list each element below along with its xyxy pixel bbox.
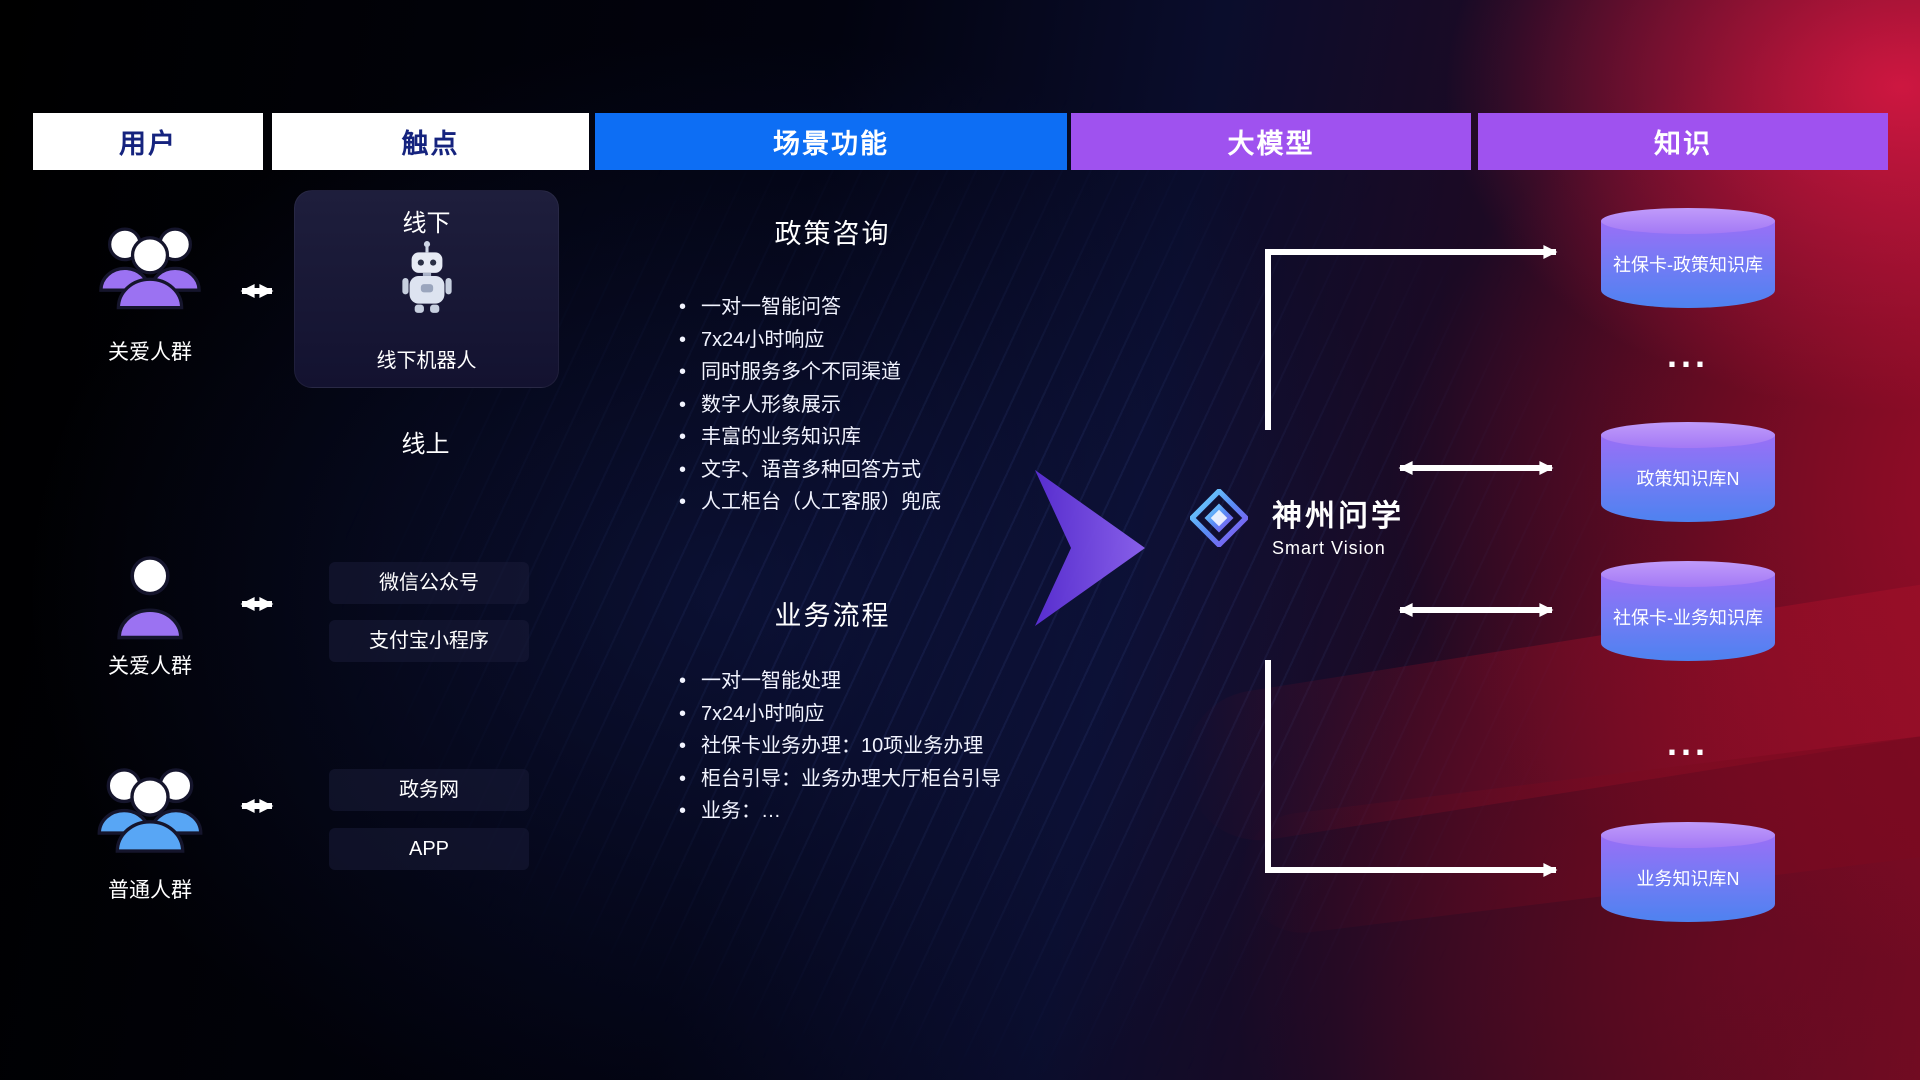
column-header-users: 用户 [33,113,263,170]
db-cylinder-body [1601,435,1775,522]
knowledge-db-policy-ssc: 社保卡-政策知识库 [1601,208,1775,308]
general-group-icon [97,768,203,853]
column-header-knowledge: 知识 [1478,113,1888,170]
model-to-db1-arrow [1265,245,1558,430]
feature-item: 丰富的业务知识库 [677,421,1107,454]
feature-item: 同时服务多个不同渠道 [677,356,1107,389]
feature-item: 人工柜台（人工客服）兜底 [677,486,1107,519]
column-header-model: 大模型 [1071,113,1471,170]
user-group-label: 关爱人群 [108,655,192,678]
feature-item: 柜台引导：业务办理大厅柜台引导 [677,763,1107,796]
model-name: 神州问学 [1272,500,1404,533]
user-group-label: 普通人群 [108,879,192,902]
diamond-logo-icon [1190,489,1248,547]
db-label: 政策知识库N [1636,469,1740,490]
knowledge-db-policy-n: 政策知识库N [1601,422,1775,522]
column-header-scenarios: 场景功能 [595,113,1067,170]
channel-alipay: 支付宝小程序 [329,620,529,662]
feature-item: 一对一智能处理 [677,665,1107,698]
model-logo-text: 神州问学 Smart Vision [1272,491,1404,559]
db-label: 社保卡-政策知识库 [1613,255,1763,276]
care-person-icon [117,556,183,640]
robot-icon [401,241,452,313]
feature-item: 7x24小时响应 [677,698,1107,731]
scenario-title-policy: 政策咨询 [774,219,891,249]
feature-item: 7x24小时响应 [677,324,1107,357]
feature-item: 数字人形象展示 [677,389,1107,422]
offline-robot-label: 线下机器人 [376,350,477,372]
ellipsis-more-dbs: ... [1666,334,1709,375]
online-title: 线上 [401,431,450,458]
ellipsis-more-dbs: ... [1666,722,1709,763]
model-subtitle: Smart Vision [1272,538,1386,558]
feature-item: 业务：… [677,795,1107,828]
channel-gov-web: 政务网 [329,769,529,811]
feature-item: 文字、语音多种回答方式 [677,454,1107,487]
db-cylinder-body [1601,221,1775,308]
offline-touchpoint-card: 线下 线下机器人 [294,190,559,388]
knowledge-db-business-ssc: 社保卡-业务知识库 [1601,561,1775,661]
channel-app: APP [329,828,529,870]
flow-arrow [1035,470,1145,626]
db-cylinder-top [1601,422,1775,448]
business-feature-list: 一对一智能处理 7x24小时响应 社保卡业务办理：10项业务办理 柜台引导：业务… [677,665,1107,828]
scenario-title-business: 业务流程 [774,601,891,631]
db-label: 社保卡-业务知识库 [1613,608,1763,629]
user-group-label: 关爱人群 [108,341,192,364]
db-cylinder-top [1601,561,1775,587]
offline-title: 线下 [402,210,451,237]
feature-item: 一对一智能问答 [677,291,1107,324]
policy-feature-list: 一对一智能问答 7x24小时响应 同时服务多个不同渠道 数字人形象展示 丰富的业… [677,291,1107,519]
channel-wechat: 微信公众号 [329,562,529,604]
column-header-touchpoints: 触点 [272,113,589,170]
db-label: 业务知识库N [1636,869,1740,890]
db-cylinder-top [1601,208,1775,234]
model-to-db4-arrow [1265,660,1558,877]
knowledge-db-business-n: 业务知识库N [1601,822,1775,922]
db-cylinder-top [1601,822,1775,848]
feature-item: 社保卡业务办理：10项业务办理 [677,730,1107,763]
db-cylinder-body [1601,835,1775,922]
care-group-icon [99,227,201,310]
db-cylinder-body [1601,574,1775,661]
